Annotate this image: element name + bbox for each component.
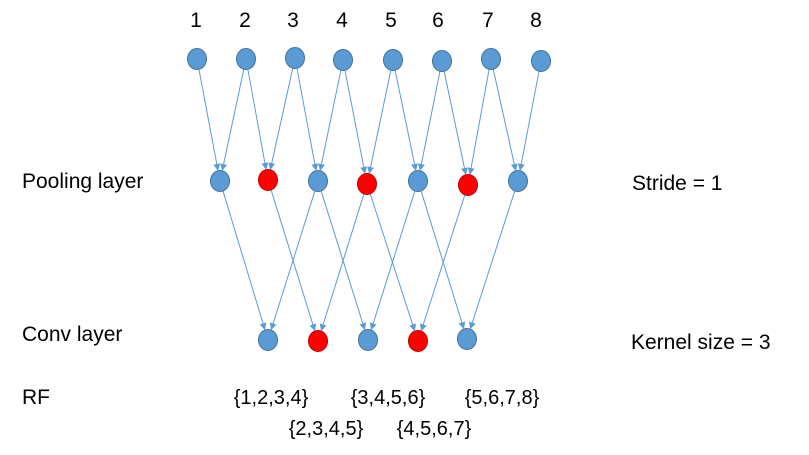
edge-input-2-to-pool-2 (247, 68, 269, 170)
edge-pool-7-to-conv-5 (468, 190, 516, 330)
edge-input-2-to-pool-1 (220, 68, 245, 171)
conv-node-2 (308, 330, 328, 352)
input-node-5 (383, 49, 403, 71)
rf-set-5: {5,6,7,8} (465, 387, 540, 409)
pooling-node-3 (308, 170, 328, 192)
rf-set-4: {4,5,6,7} (397, 418, 472, 440)
network-nodes (187, 47, 551, 352)
input-number-1: 1 (190, 9, 202, 32)
edge-input-7-to-pool-7 (492, 68, 518, 171)
conv-node-4 (408, 330, 428, 352)
edge-input-8-to-pool-7 (517, 70, 540, 171)
edge-input-3-to-pool-3 (296, 67, 319, 171)
pooling-node-6 (458, 174, 478, 196)
edge-input-3-to-pool-2 (268, 67, 294, 170)
kernel-size-label: Kernel size = 3 (631, 331, 771, 354)
input-number-6: 6 (432, 9, 444, 32)
stride-label: Stride = 1 (632, 172, 722, 195)
input-number-3: 3 (287, 9, 299, 32)
rf-label: RF (22, 386, 50, 409)
edge-input-6-to-pool-5 (417, 70, 441, 171)
input-number-8: 8 (530, 9, 542, 32)
input-node-8 (531, 50, 551, 72)
connection-edges (198, 67, 540, 332)
edge-pool-5-to-conv-3 (369, 190, 416, 331)
pooling-node-4 (357, 173, 377, 195)
rf-set-3: {3,4,5,6} (351, 387, 426, 409)
edge-input-5-to-pool-5 (394, 69, 418, 171)
input-number-7: 7 (482, 9, 494, 32)
conv-node-3 (358, 329, 378, 351)
input-node-1 (187, 48, 207, 70)
receptive-field-sets: {1,2,3,4} {3,4,5,6} {5,6,7,8} {2,3,4,5} … (234, 387, 540, 440)
edge-input-5-to-pool-4 (367, 69, 392, 174)
input-node-4 (333, 49, 353, 71)
edge-pool-5-to-conv-5 (420, 190, 466, 330)
conv-layer-label: Conv layer (22, 323, 122, 346)
edge-input-7-to-pool-6 (467, 68, 490, 175)
rf-set-2: {2,3,4,5} (289, 418, 364, 440)
edge-input-6-to-pool-6 (443, 70, 468, 175)
pooling-node-2 (258, 169, 278, 191)
edge-pool-4-to-conv-4 (369, 193, 416, 332)
input-node-3 (285, 47, 305, 69)
pooling-node-1 (210, 170, 230, 192)
input-node-2 (236, 48, 256, 70)
edge-pool-2-to-conv-2 (270, 189, 317, 332)
edge-pool-1-to-conv-1 (222, 190, 267, 331)
edge-pool-3-to-conv-3 (320, 190, 367, 331)
edge-input-1-to-pool-1 (198, 68, 221, 171)
input-number-5: 5 (385, 9, 397, 32)
pooling-layer-label: Pooling layer (22, 170, 143, 193)
input-node-6 (432, 50, 452, 72)
input-number-labels: 1 2 3 4 5 6 7 8 (190, 9, 542, 32)
input-number-4: 4 (336, 9, 348, 32)
rf-set-1: {1,2,3,4} (234, 387, 309, 409)
pooling-node-7 (508, 170, 528, 192)
conv-node-5 (457, 328, 477, 350)
pooling-node-5 (408, 170, 428, 192)
edge-input-4-to-pool-4 (344, 69, 368, 174)
conv-node-1 (258, 329, 278, 351)
input-node-7 (481, 48, 501, 70)
edge-input-4-to-pool-3 (318, 69, 342, 171)
edge-pool-4-to-conv-2 (319, 193, 365, 332)
input-number-2: 2 (239, 9, 251, 32)
